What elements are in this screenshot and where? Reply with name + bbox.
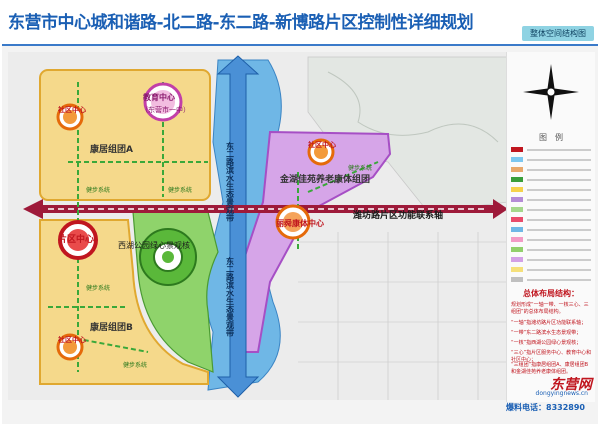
legend-panel: 图 例 总体布局结构： 规划形成“一轴一带、一核三心、三组团”的总体布局结构。 … [506,52,595,402]
layout-note: 规划形成“一轴一带、一核三心、三组团”的总体布局结构。 [511,302,589,315]
layout-note: “三心”指片区服务中心、教育中心和社区中心； [511,350,592,363]
brand-logo: 东营网 [550,377,592,393]
hotline-number: 8332890 [546,403,585,412]
legend-title: 图 例 [539,133,563,142]
residential-a-label: 康居组团A [90,143,133,155]
layout-note: “一轴”指潍坊路片区功能联系轴； [511,320,587,326]
education-center-label: 教育中心 [142,92,175,102]
page-title: 东营市中心城和谐路-北二路-东二路-新博路片区控制性详细规划 [8,13,474,33]
community-center-sw-label: 社区中心 [57,335,86,344]
eco-axis-arrow [216,55,260,398]
legend-row [511,206,591,213]
community-center-nw-node [56,103,84,131]
function-axis-label: 潍坊路片区功能联系轴 [353,209,443,221]
layout-note: “三组团”指康居组团A、康居组团B和金湖佳苑养老康体组团。 [511,362,589,375]
header: 东营市中心城和谐路-北二路-东二路-新博路片区控制性详细规划 整体空间结构图 [0,0,600,44]
legend-row [511,266,591,273]
hotline-label: 爆料电话： [506,403,546,412]
legend-row [511,216,591,223]
community-center-ne-node [307,138,335,166]
residential-b-label: 康居组团B [90,321,133,333]
hotline: 爆料电话：8332890 [506,402,598,413]
map-svg: 社区中心 教育中心 （东营市一中） 康居组团A 片区中心 西湖公园绿心景观核 康… [8,52,509,400]
legend-swatch [511,147,523,152]
district-center-node [58,220,98,260]
walk-path-label: 健步系统 [86,284,110,292]
legend-row [511,186,591,193]
legend-row [511,256,591,263]
legend-row [511,146,591,153]
legend-row [511,236,591,243]
education-center-node [143,82,183,122]
legend-row [511,166,591,173]
education-center-sub-label: （东营市一中） [141,105,190,114]
brand-url: dongyingnews.cn [535,390,588,397]
function-axis-arrow [23,199,508,219]
eldercare-area [231,130,392,353]
community-center-ne-label: 社区中心 [307,140,336,149]
residential-area-a [39,69,211,201]
map-canvas[interactable]: 社区中心 教育中心 （东营市一中） 康居组团A 片区中心 西湖公园绿心景观核 康… [8,52,509,400]
walk-path-label: 健步系统 [168,186,192,194]
district-center-label: 片区中心 [58,233,94,245]
layout-structure-title: 总体布局结构： [523,289,579,298]
legend-row [511,196,591,203]
north-arrow-icon [523,64,579,120]
legend-row [511,176,591,183]
eldercare-center-node [275,204,311,240]
eldercare-group-label: 金湖佳苑养老康体组团 [279,173,370,185]
walk-path-label: 健步系统 [348,164,372,172]
layout-note: “一带”东二路滨水生态景观带； [511,330,582,336]
legend-row [511,226,591,233]
park-core-label: 西湖公园绿心景观核 [118,240,190,250]
legend-row [511,246,591,253]
layout-note: “一核”指西湖公园绿心景观核； [511,340,582,346]
eco-axis-label-north: 东二路滨水生态景观带 [225,141,235,223]
walk-path-label: 健步系统 [123,361,147,369]
legend-row [511,276,591,283]
community-center-nw-label: 社区中心 [57,105,86,114]
legend-row [511,156,591,163]
eco-axis-label-south: 东二路滨水生态景观带 [225,256,235,338]
eldercare-center-label: 丽舜康体中心 [276,218,324,228]
community-center-sw-node [56,333,84,361]
walk-path-label: 健步系统 [86,186,110,194]
map-type-badge: 整体空间结构图 [522,26,594,41]
park-core-node [139,228,197,286]
